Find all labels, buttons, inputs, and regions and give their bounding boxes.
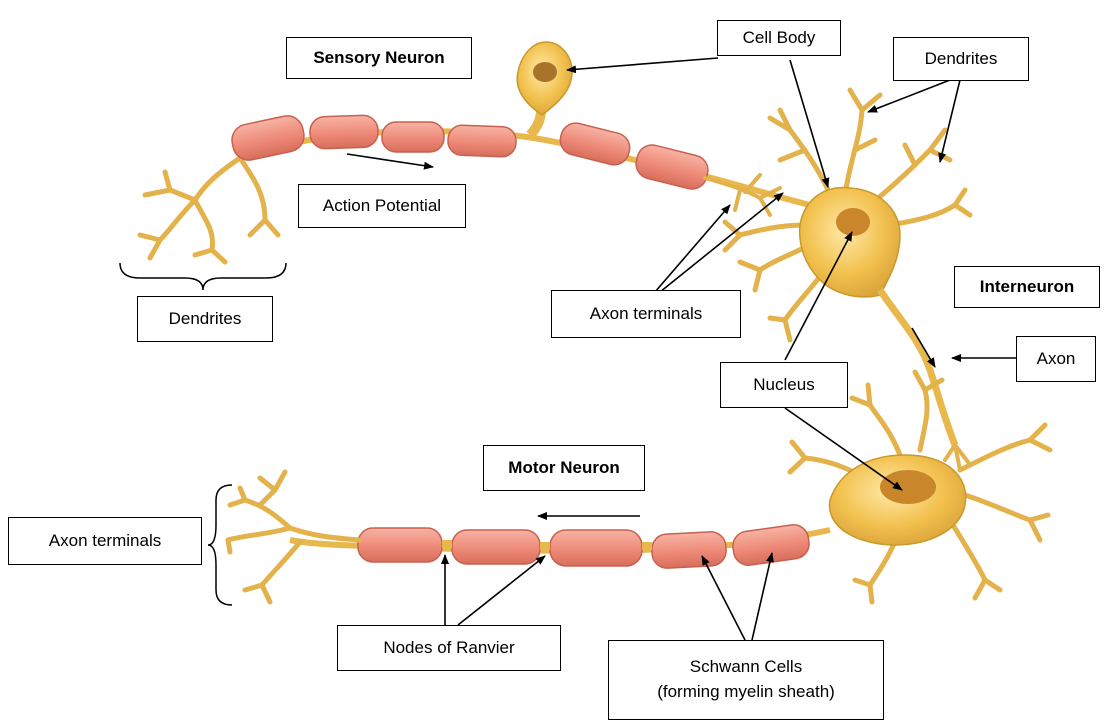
label-schwann-cells-line2: (forming myelin sheath) <box>657 680 835 705</box>
schwann-arrow-2 <box>752 553 772 640</box>
label-nodes-of-ranvier: Nodes of Ranvier <box>337 625 561 671</box>
sensory-myelin-sheath <box>229 113 711 192</box>
label-dendrites-left: Dendrites <box>137 296 273 342</box>
motor-nucleus <box>880 470 936 504</box>
sensory-nucleus <box>533 62 557 82</box>
sensory-dendrites <box>140 158 278 262</box>
label-sensory-neuron: Sensory Neuron <box>286 37 472 79</box>
label-motor-neuron: Motor Neuron <box>483 445 645 491</box>
schwann-arrow-1 <box>702 556 745 640</box>
cell-body-arrow <box>567 58 718 70</box>
nodes-arrow-2 <box>458 556 545 625</box>
sensory-axon-terminals <box>705 175 780 215</box>
interneuron <box>725 90 970 470</box>
dendrites-bracket <box>120 263 286 290</box>
label-schwann-cells: Schwann Cells (forming myelin sheath) <box>608 640 884 720</box>
motor-axon-terminals <box>228 472 360 602</box>
label-schwann-cells-line1: Schwann Cells <box>690 655 802 680</box>
label-interneuron: Interneuron <box>954 266 1100 308</box>
label-nucleus: Nucleus <box>720 362 848 408</box>
interneuron-nucleus <box>836 208 870 236</box>
label-axon: Axon <box>1016 336 1096 382</box>
label-cell-body: Cell Body <box>717 20 841 56</box>
label-axon-terminals-top: Axon terminals <box>551 290 741 338</box>
action-potential-arrow <box>347 154 433 167</box>
cell-body-arrow-2 <box>790 60 828 187</box>
axon-terminals-arrow-1 <box>655 205 730 292</box>
label-action-potential: Action Potential <box>298 184 466 228</box>
label-axon-terminals-left: Axon terminals <box>8 517 202 565</box>
dendrites-arrow-2 <box>940 80 960 162</box>
interneuron-axon <box>880 290 955 445</box>
motor-myelin-sheath <box>358 523 811 569</box>
label-dendrites-top: Dendrites <box>893 37 1029 81</box>
axon-terminals-arrow-2 <box>660 193 783 292</box>
